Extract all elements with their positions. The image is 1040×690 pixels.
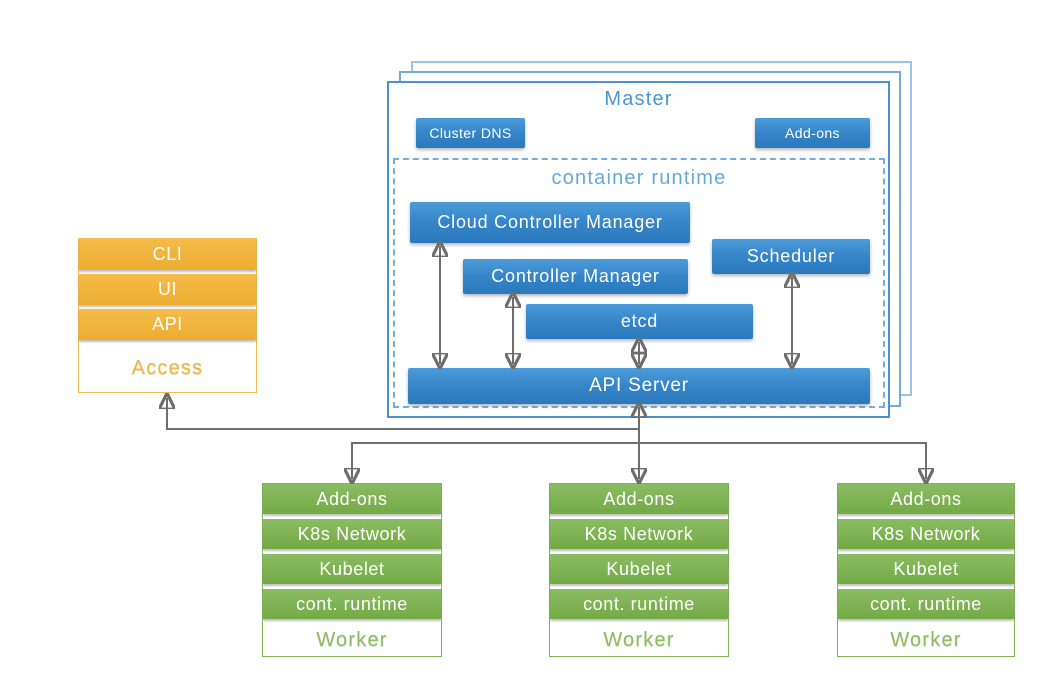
- access-node-box: CLI UI API Access: [78, 238, 257, 393]
- worker2-row-addons: Add-ons: [550, 484, 728, 514]
- worker1-row-kubelet: Kubelet: [263, 554, 441, 584]
- master-addons-box: Add-ons: [755, 118, 870, 148]
- worker2-row-k8s-network: K8s Network: [550, 519, 728, 549]
- worker1-label: Worker: [316, 628, 388, 651]
- api-server-box: API Server: [408, 368, 870, 404]
- worker1-row-addons: Add-ons: [263, 484, 441, 514]
- access-label: Access: [131, 356, 204, 379]
- worker1-row-k8s-network: K8s Network: [263, 519, 441, 549]
- cluster-dns-box: Cluster DNS: [416, 118, 525, 148]
- access-row-api: API: [79, 309, 256, 340]
- worker2-label: Worker: [603, 628, 675, 651]
- access-row-cli: CLI: [79, 239, 256, 270]
- worker-node-box-1: Add-ons K8s Network Kubelet cont. runtim…: [262, 483, 442, 657]
- cloud-controller-manager-box: Cloud Controller Manager: [410, 202, 690, 243]
- worker3-row-cont-runtime: cont. runtime: [838, 589, 1014, 619]
- container-runtime-title: container runtime: [551, 167, 727, 189]
- scheduler-box: Scheduler: [712, 239, 870, 274]
- worker-node-box-2: Add-ons K8s Network Kubelet cont. runtim…: [549, 483, 729, 657]
- worker2-row-kubelet: Kubelet: [550, 554, 728, 584]
- etcd-box: etcd: [526, 304, 753, 339]
- worker3-row-kubelet: Kubelet: [838, 554, 1014, 584]
- master-title: Master: [604, 88, 673, 110]
- worker2-row-cont-runtime: cont. runtime: [550, 589, 728, 619]
- worker3-row-addons: Add-ons: [838, 484, 1014, 514]
- arrow-apiserver-workers-1-3: [352, 442, 926, 479]
- worker1-row-cont-runtime: cont. runtime: [263, 589, 441, 619]
- access-row-ui: UI: [79, 274, 256, 305]
- worker3-label: Worker: [890, 628, 962, 651]
- worker-node-box-3: Add-ons K8s Network Kubelet cont. runtim…: [837, 483, 1015, 657]
- controller-manager-box: Controller Manager: [463, 259, 688, 294]
- worker3-row-k8s-network: K8s Network: [838, 519, 1014, 549]
